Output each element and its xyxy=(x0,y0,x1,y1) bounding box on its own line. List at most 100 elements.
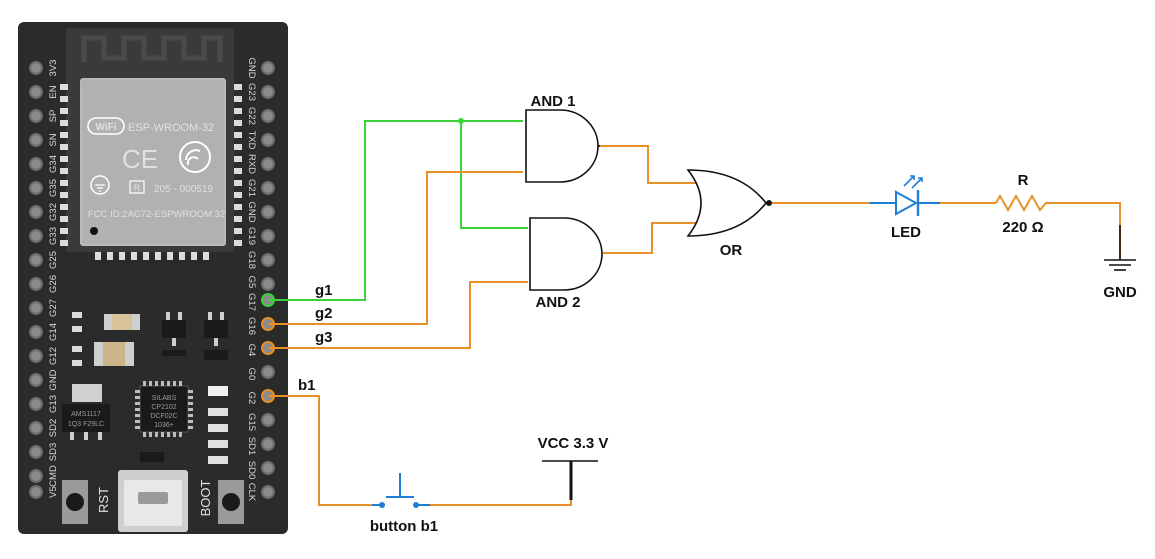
right-pin-label: G15 xyxy=(246,413,257,431)
wire-g2 xyxy=(268,171,523,325)
left-pin xyxy=(29,229,43,243)
button-label: button b1 xyxy=(370,518,438,535)
led-smd xyxy=(208,386,228,396)
diagram-labels: AND 1 AND 2 OR LED R 220 Ω GND VCC 3.3 V… xyxy=(298,93,1137,535)
resistor-symbol xyxy=(995,193,1050,213)
vcc-symbol xyxy=(542,460,598,500)
wire-junction xyxy=(458,118,464,124)
cert-number: 205 - 000519 xyxy=(154,184,213,195)
right-pin xyxy=(261,133,275,147)
regulator-text-2: 1Q3 F29LC xyxy=(68,421,104,428)
module-bottom-pads xyxy=(95,252,209,260)
left-pin-label: EN xyxy=(48,85,59,98)
voltage-regulator-chip: AMS1117 1Q3 F29LC xyxy=(62,404,110,440)
left-pin-label: G26 xyxy=(48,275,59,293)
esp-wroom-module: WiFi ESP-WROOM-32 CE R 205 - 000519 FCC … xyxy=(60,28,242,260)
left-pin-label: G14 xyxy=(48,323,59,341)
right-pin-label: GND xyxy=(246,201,257,222)
left-pin xyxy=(29,469,43,483)
left-pin-label: G27 xyxy=(48,299,59,317)
right-pin-label: SD0 xyxy=(246,461,257,479)
fcc-id: FCC ID:2AC72-ESPWROOM 32 xyxy=(88,209,225,220)
right-pin xyxy=(261,461,275,475)
left-pin-label: G12 xyxy=(48,347,59,365)
micro-usb-connector xyxy=(118,470,188,532)
usb-chip-text-1: SILABS xyxy=(152,395,177,402)
right-pin xyxy=(261,229,275,243)
right-pin-label: G0 xyxy=(246,368,257,381)
left-pin-label: G25 xyxy=(48,251,59,269)
right-pin-label: G17 xyxy=(246,293,257,311)
module-side-pads xyxy=(60,84,242,246)
left-pin xyxy=(29,325,43,339)
right-pin-label: G18 xyxy=(246,251,257,269)
right-pin xyxy=(261,157,275,171)
right-header-pins xyxy=(261,61,275,499)
boot-label: BOOT xyxy=(198,480,213,517)
led-light-arrows-icon xyxy=(903,175,923,189)
right-pin-label: G16 xyxy=(246,317,257,335)
left-pin xyxy=(29,205,43,219)
gnd-label: GND xyxy=(1103,284,1137,301)
push-button-b1 xyxy=(372,473,430,508)
left-pin-label: SD3 xyxy=(48,443,59,461)
wire-and1-or xyxy=(599,145,700,184)
left-pin xyxy=(29,61,43,75)
reg-text: R xyxy=(134,183,141,193)
left-pin xyxy=(29,445,43,459)
left-pin-label: SN xyxy=(48,133,59,146)
wire-g1-branch xyxy=(460,121,528,229)
reg-box xyxy=(129,180,145,194)
regulator-text-1: AMS1117 xyxy=(71,411,101,418)
left-pin-label: SD2 xyxy=(48,419,59,437)
right-pin-label: G4 xyxy=(246,344,257,357)
right-pin-label: TXD xyxy=(246,131,257,150)
or-label: OR xyxy=(720,242,743,259)
left-pin-label: G13 xyxy=(48,395,59,413)
resistor-label: R xyxy=(1018,172,1029,189)
espressif-logo-icon xyxy=(179,141,211,173)
left-pin-label: G32 xyxy=(48,203,59,221)
ground-symbol xyxy=(1104,225,1136,271)
right-pin-label: G23 xyxy=(246,83,257,101)
and-gate-1 xyxy=(525,109,600,183)
right-pin-label: G22 xyxy=(246,107,257,125)
boot-button: BOOT xyxy=(198,480,244,524)
left-header-pins xyxy=(29,61,43,499)
left-pin xyxy=(29,301,43,315)
right-pin-label: G5 xyxy=(246,276,257,289)
right-pin xyxy=(261,413,275,427)
wire-g3 xyxy=(268,281,528,349)
smd-cap-1 xyxy=(104,314,140,330)
led-label: LED xyxy=(891,224,921,241)
left-pin-label: SP xyxy=(48,110,59,123)
left-pin xyxy=(29,349,43,363)
right-pin-label: G19 xyxy=(246,227,257,245)
smd-components xyxy=(72,312,228,464)
right-pin xyxy=(261,365,275,379)
right-pin xyxy=(261,253,275,267)
g3-label: g3 xyxy=(315,329,333,346)
rst-label: RST xyxy=(96,487,111,513)
wires xyxy=(268,118,1121,506)
b1-label: b1 xyxy=(298,377,316,394)
right-pin xyxy=(261,485,275,499)
left-pin-label: G35 xyxy=(48,179,59,197)
left-pin xyxy=(29,85,43,99)
esp32-board: WiFi ESP-WROOM-32 CE R 205 - 000519 FCC … xyxy=(18,22,288,534)
right-pin xyxy=(261,181,275,195)
right-pin xyxy=(261,205,275,219)
module-shield-inner xyxy=(82,80,224,244)
or-output-dot xyxy=(766,200,772,206)
left-pin xyxy=(29,109,43,123)
wifi-text: WiFi xyxy=(95,122,116,133)
wire-r-gnd xyxy=(1050,202,1121,258)
usb-chip-text-4: 1036+ xyxy=(154,422,174,429)
usb-chip-text-2: CP2102 xyxy=(151,404,176,411)
ce-mark: CE xyxy=(122,144,158,174)
resistor-value: 220 Ω xyxy=(1002,219,1043,236)
led-symbol xyxy=(870,175,940,216)
regulator-tab xyxy=(72,384,102,402)
right-pin-label: SD1 xyxy=(246,437,257,455)
